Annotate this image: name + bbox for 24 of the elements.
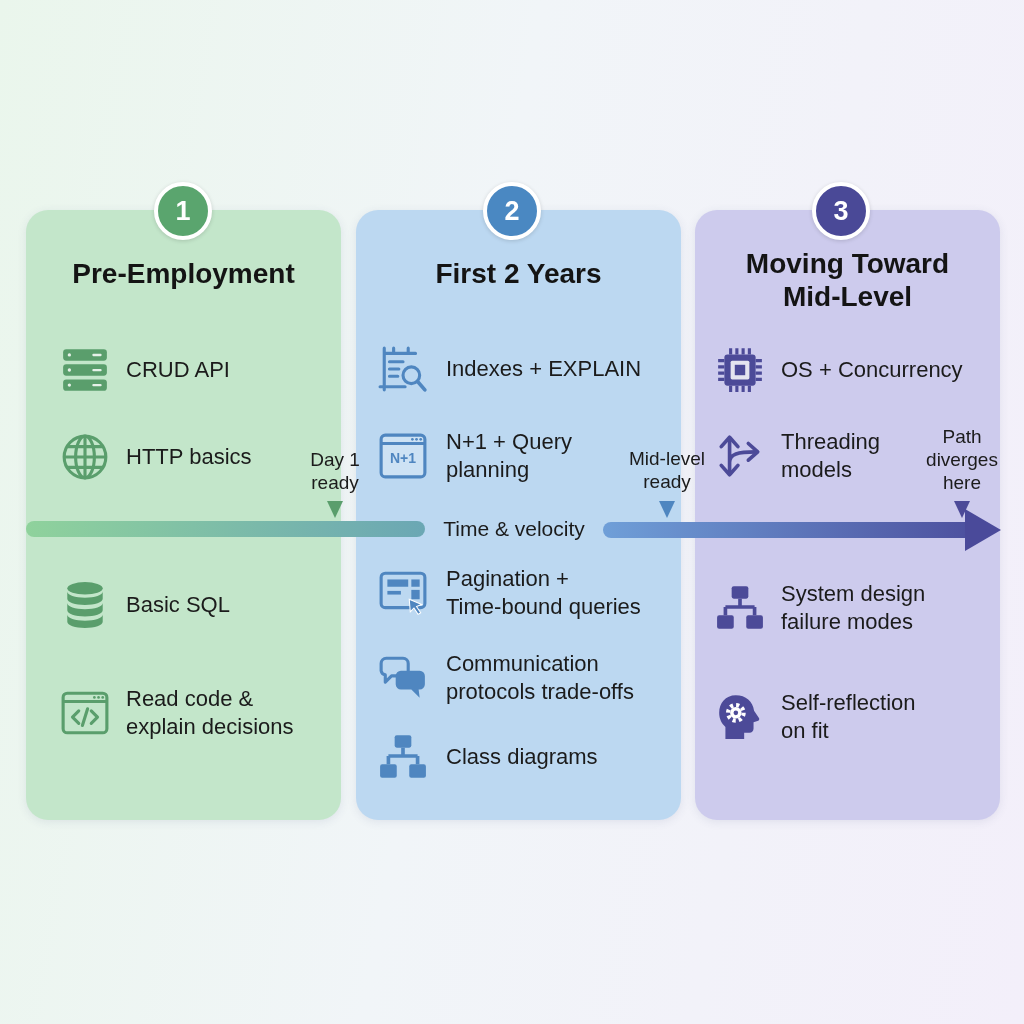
panel-heading: Moving Toward Mid-Level <box>745 247 950 313</box>
item-label: HTTP basics <box>126 443 253 471</box>
icon-label: N+1 <box>388 449 418 467</box>
item-label: Basic SQL <box>126 591 231 619</box>
panel-heading: First 2 Years <box>434 257 603 290</box>
timeline-label: Time & velocity <box>443 516 585 542</box>
item-label: OS + Concurrency <box>781 356 964 384</box>
milestone-label: Path diverges here <box>925 425 999 494</box>
item-label: Pagination + Time-bound queries <box>446 565 642 621</box>
milestone-label: Day 1 ready <box>309 448 361 494</box>
step-badge: 2 <box>483 182 541 240</box>
milestone-label: Mid-level ready <box>628 447 706 493</box>
item-label: Self-reflection on fit <box>781 689 917 745</box>
item-label: Read code & explain decisions <box>126 685 295 741</box>
item-label: Indexes + EXPLAIN <box>446 355 643 383</box>
item-label: Communication protocols trade-offs <box>446 650 635 706</box>
step-badge: 1 <box>154 182 212 240</box>
item-label: N+1 + Query planning <box>446 428 573 484</box>
item-label: CRUD API <box>126 356 231 384</box>
step-badge: 3 <box>812 182 870 240</box>
item-label: System design failure modes <box>781 580 927 636</box>
item-label: Class diagrams <box>446 743 599 771</box>
panel-heading: Pre-Employment <box>71 257 296 290</box>
item-label: Threading models <box>781 428 882 484</box>
